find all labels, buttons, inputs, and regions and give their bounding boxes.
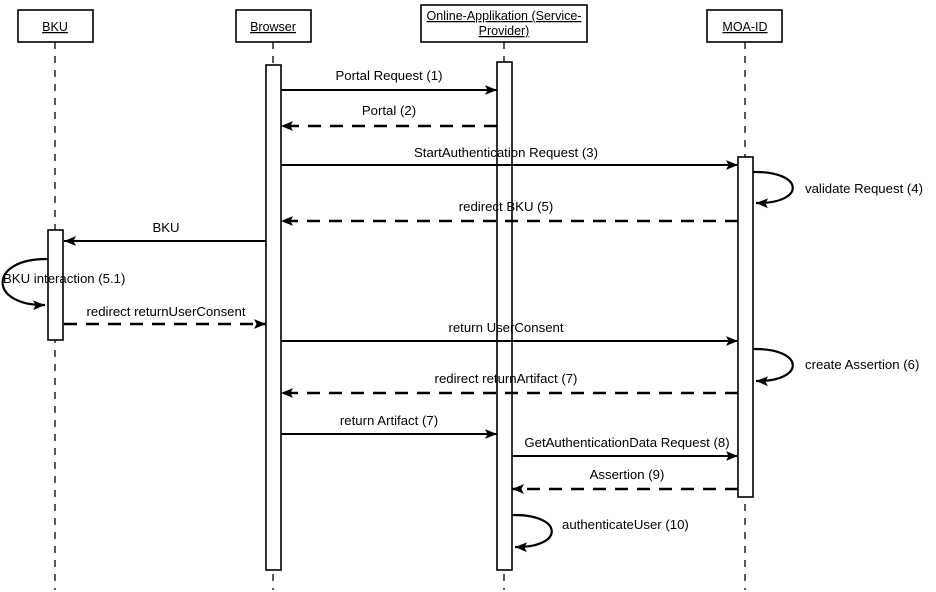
message-label-m2: Portal (2) xyxy=(362,103,416,118)
participant-box-oa[interactable] xyxy=(420,4,588,43)
message-label-m14: Assertion (9) xyxy=(590,467,665,482)
participant-bku[interactable]: BKU xyxy=(17,9,94,43)
message-label-m15: authenticateUser (10) xyxy=(562,517,689,532)
message-m1: Portal Request (1) xyxy=(281,68,497,95)
activation-bar-browser xyxy=(265,64,282,571)
self-call-line-m7 xyxy=(1,257,49,311)
message-label-m9: return UserConsent xyxy=(448,320,563,335)
message-label-m5: redirect BKU (5) xyxy=(459,199,554,214)
message-m7: BKU interaction (5.1) xyxy=(1,257,125,311)
participant-label-oa: Online-Applikation (Service- xyxy=(427,9,582,23)
message-label-m4: validate Request (4) xyxy=(805,181,923,196)
message-m11: redirect returnArtifact (7) xyxy=(281,371,738,398)
activation-bar-oa xyxy=(496,61,513,571)
message-m10: create Assertion (6) xyxy=(752,347,919,387)
message-m6: BKU xyxy=(64,220,266,246)
message-label-m12: return Artifact (7) xyxy=(340,413,438,428)
self-call-line-m10 xyxy=(752,347,794,387)
message-label-m8: redirect returnUserConsent xyxy=(86,304,245,319)
messages-layer: Portal Request (1) Portal (2) StartAuthent… xyxy=(1,68,923,553)
self-call-line-m4 xyxy=(752,170,794,209)
message-m15: authenticateUser (10) xyxy=(511,513,689,553)
message-label-m10: create Assertion (6) xyxy=(805,357,919,372)
message-label-m11: redirect returnArtifact (7) xyxy=(435,371,578,386)
participant-browser[interactable]: Browser xyxy=(235,9,312,43)
participant-label-browser: Browser xyxy=(250,20,296,34)
participant-moaid[interactable]: MOA-ID xyxy=(706,9,783,43)
participant-label-moaid: MOA-ID xyxy=(722,20,767,34)
participant-box-moaid[interactable] xyxy=(706,9,783,43)
message-m3: StartAuthentication Request (3) xyxy=(281,145,738,170)
activations-layer xyxy=(47,61,754,571)
participant-box-bku[interactable] xyxy=(17,9,94,43)
participant-headers-layer: BKU Browser Online-Applikation (Service-Pr… xyxy=(17,4,783,43)
message-m8: redirect returnUserConsent xyxy=(64,304,266,329)
message-label-m13: GetAuthenticationData Request (8) xyxy=(524,435,729,450)
message-m14: Assertion (9) xyxy=(512,467,738,494)
message-m13: GetAuthenticationData Request (8) xyxy=(512,435,738,461)
message-label-m3: StartAuthentication Request (3) xyxy=(414,145,598,160)
participant-box-browser[interactable] xyxy=(235,9,312,43)
message-m12: return Artifact (7) xyxy=(281,413,497,439)
message-label-m7: BKU interaction (5.1) xyxy=(3,271,125,286)
message-m5: redirect BKU (5) xyxy=(281,199,738,226)
activation-bar-bku xyxy=(47,229,64,341)
message-m9: return UserConsent xyxy=(281,320,738,346)
message-m2: Portal (2) xyxy=(281,103,497,131)
participant-label-bku: BKU xyxy=(42,20,68,34)
message-label-m1: Portal Request (1) xyxy=(335,68,442,83)
participant-label-oa-line2: Provider) xyxy=(479,24,530,38)
message-m4: validate Request (4) xyxy=(752,170,923,209)
message-label-m6: BKU xyxy=(152,220,179,235)
activation-bar-moaid xyxy=(737,156,754,498)
self-call-line-m15 xyxy=(511,513,553,553)
participant-oa[interactable]: Online-Applikation (Service-Provider) xyxy=(420,4,588,43)
